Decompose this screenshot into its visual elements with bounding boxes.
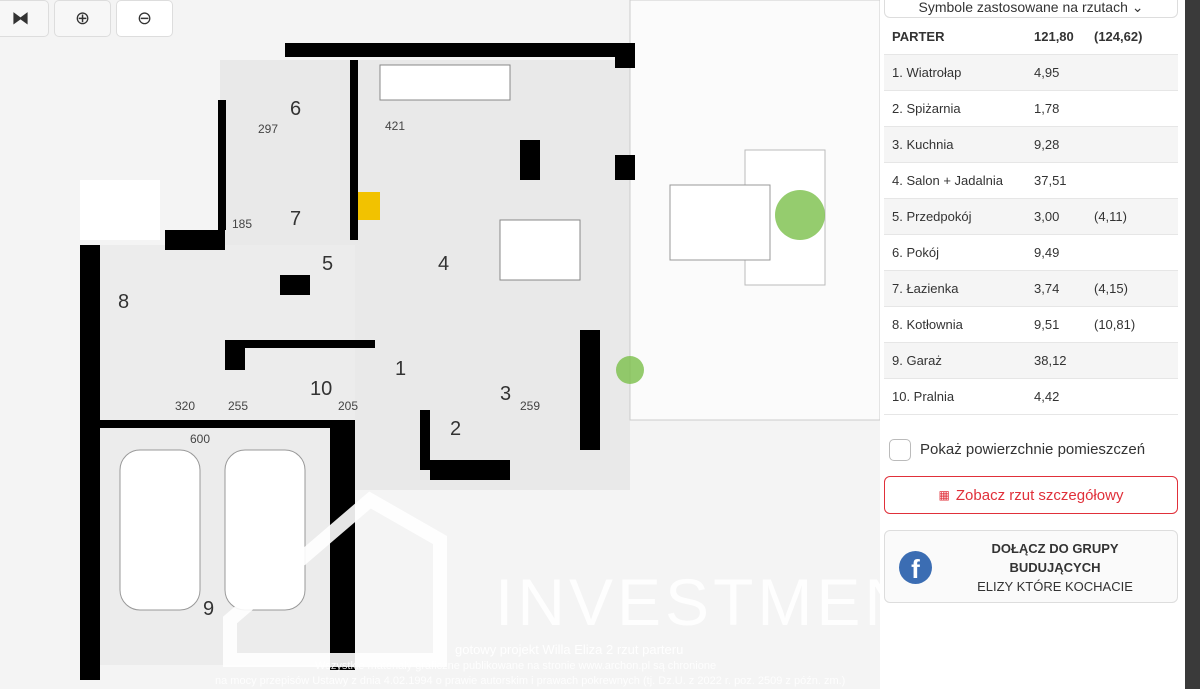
room-name: 8. Kotłownia [892, 317, 963, 332]
mirror-icon: ⧓ [11, 8, 30, 28]
svg-text:5: 5 [322, 253, 333, 275]
floor-plan-drawing: 4 5 6 7 8 9 10 1 2 3 297 421 185 320 255 205 600… [80, 0, 880, 680]
mirror-button[interactable]: ⧓ [0, 0, 49, 37]
room-name: 9. Garaż [892, 353, 942, 368]
room-area: 9,51 [1034, 317, 1060, 332]
room-area: 4,95 [1034, 65, 1060, 80]
plan-caption: gotowy projekt Willa Eliza 2 rzut parter… [455, 642, 684, 657]
svg-text:3: 3 [500, 383, 511, 405]
floor-plan[interactable]: 4 5 6 7 8 9 10 1 2 3 297 421 185 320 255 205 600… [0, 0, 880, 689]
fb-line-1: DOŁĄCZ DO GRUPY [991, 541, 1119, 556]
room-area: 1,78 [1034, 101, 1060, 116]
room-name: 6. Pokój [892, 245, 939, 260]
svg-text:297: 297 [258, 122, 278, 136]
room-name: 7. Łazienka [892, 281, 959, 296]
table-row: 2. Spiżarnia 1,78 [884, 91, 1178, 127]
copyright-line-2: na mocy przepisów Ustawy z dnia 4.02.199… [215, 675, 846, 687]
svg-text:600: 600 [190, 432, 210, 446]
room-name: 2. Spiżarnia [892, 101, 961, 116]
zoom-in-button[interactable]: ⊕ [54, 0, 111, 37]
room-name: 4. Salon + Jadalnia [892, 173, 1003, 188]
table-row: 6. Pokój 9,49 [884, 235, 1178, 271]
room-areas-panel: Symbole zastosowane na rzutach ⌄ PARTER … [884, 0, 1178, 689]
fb-line-3: ELIZY KTÓRE KOCHACIE [977, 579, 1133, 594]
show-areas-label[interactable]: Pokaż powierzchnie pomieszczeń [920, 441, 1146, 458]
room-area2: (4,11) [1094, 209, 1127, 224]
room-name: 10. Pralnia [892, 389, 955, 404]
room-area: 38,12 [1034, 353, 1067, 368]
room-area2: (10,81) [1094, 317, 1136, 332]
svg-text:2: 2 [450, 418, 461, 440]
table-row: 8. Kotłownia 9,51 (10,81) [884, 307, 1178, 343]
watermark: INVESTMENTS [495, 565, 880, 639]
table-row: 4. Salon + Jadalnia 37,51 [884, 163, 1178, 199]
detailed-plan-button[interactable]: ▦ Zobacz rzut szczegółowy [884, 476, 1178, 514]
dropdown-label: Symbole zastosowane na rzutach [918, 0, 1128, 15]
zoom-out-icon: ⊖ [136, 8, 153, 28]
zoom-out-button[interactable]: ⊖ [116, 0, 173, 37]
svg-text:10: 10 [310, 378, 332, 400]
floor-area-total: (124,62) [1094, 29, 1143, 44]
facebook-icon: f [899, 551, 932, 584]
room-area: 3,74 [1034, 281, 1060, 296]
table-row: 10. Pralnia 4,42 [884, 379, 1178, 415]
floor-area: 121,80 [1034, 29, 1074, 44]
svg-text:9: 9 [203, 598, 214, 620]
table-row: 7. Łazienka 3,74 (4,15) [884, 271, 1178, 307]
svg-text:255: 255 [228, 399, 248, 413]
room-area: 9,49 [1034, 245, 1060, 260]
room-name: 1. Wiatrołap [892, 65, 962, 80]
svg-text:185: 185 [232, 217, 252, 231]
svg-text:320: 320 [175, 399, 195, 413]
svg-text:205: 205 [338, 399, 358, 413]
page-scroll-edge [1185, 0, 1200, 689]
table-row: 9. Garaż 38,12 [884, 343, 1178, 379]
room-name: 5. Przedpokój [892, 209, 972, 224]
fb-line-2: BUDUJĄCYCH [1009, 560, 1101, 575]
svg-text:259: 259 [520, 399, 540, 413]
table-header: PARTER 121,80 (124,62) [884, 19, 1178, 55]
chevron-down-icon: ⌄ [1131, 0, 1144, 15]
show-areas-checkbox[interactable] [889, 439, 911, 461]
facebook-group-button[interactable]: f DOŁĄCZ DO GRUPY BUDUJĄCYCH ELIZY KTÓRE… [884, 530, 1178, 603]
table-row: 5. Przedpokój 3,00 (4,11) [884, 199, 1178, 235]
zoom-in-icon: ⊕ [74, 8, 91, 28]
symbols-dropdown[interactable]: Symbole zastosowane na rzutach ⌄ [884, 0, 1178, 18]
table-row: 3. Kuchnia 9,28 [884, 127, 1178, 163]
svg-text:8: 8 [118, 291, 129, 313]
floor-name: PARTER [892, 29, 945, 44]
detailed-plan-label: Zobacz rzut szczegółowy [955, 486, 1124, 504]
floor-plan-icon: ▦ [938, 488, 950, 502]
svg-text:7: 7 [290, 208, 301, 230]
svg-text:6: 6 [290, 98, 301, 120]
room-name: 3. Kuchnia [892, 137, 954, 152]
room-area: 37,51 [1034, 173, 1067, 188]
table-row: 1. Wiatrołap 4,95 [884, 55, 1178, 91]
room-area: 3,00 [1034, 209, 1060, 224]
room-label-4: 4 [438, 253, 449, 275]
room-area: 9,28 [1034, 137, 1060, 152]
copyright-line-1: Wszystkie materiały graficzne publikowan… [315, 660, 717, 672]
svg-text:421: 421 [385, 119, 405, 133]
svg-text:1: 1 [395, 358, 406, 380]
room-area2: (4,15) [1094, 281, 1128, 296]
room-area: 4,42 [1034, 389, 1060, 404]
